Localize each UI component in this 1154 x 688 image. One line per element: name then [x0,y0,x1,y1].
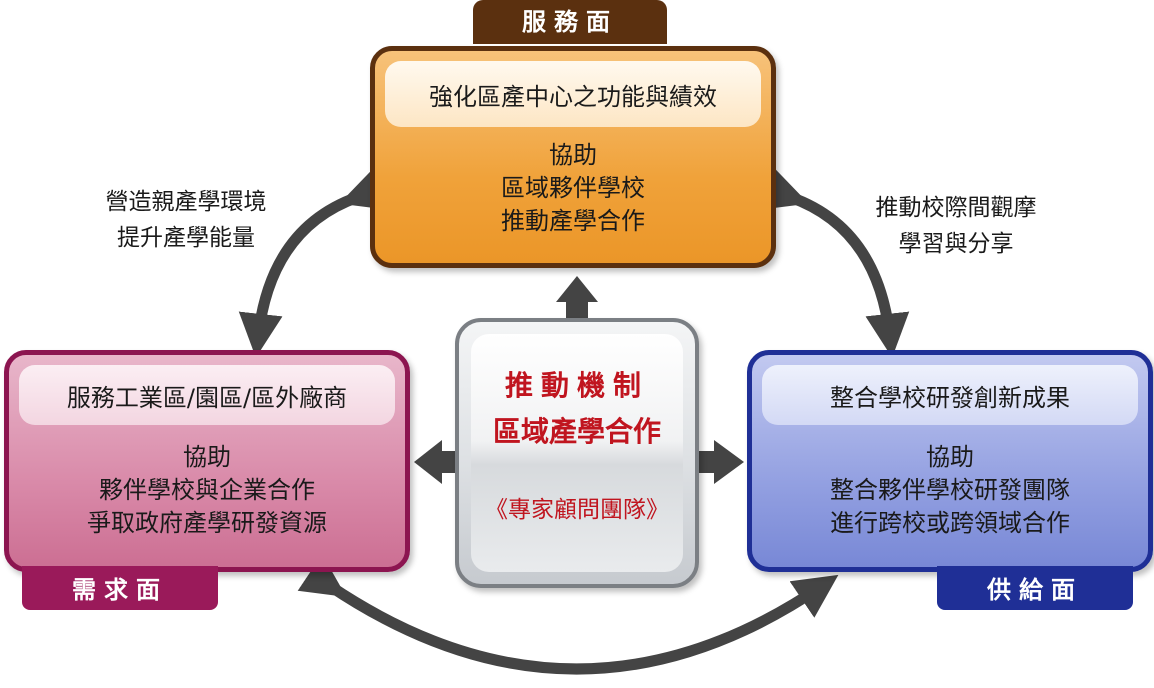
supply-body: 協助 整合夥伴學校研發團隊 進行跨校或跨領域合作 [752,441,1148,540]
arrow-service-demand [238,168,389,358]
demand-heading: 服務工業區/園區/區外廠商 [19,365,395,425]
demand-body-line: 協助 [183,443,231,471]
mechanism-title: 推動機制 [504,369,649,402]
service-tab: 服務面 [473,0,667,44]
service-body-line: 推動產學合作 [501,207,645,235]
left-label-line: 營造親產學環境 [105,189,267,215]
demand-tab: 需求面 [22,566,218,610]
mechanism-subtitle: 區域產學合作 [492,415,661,448]
arrow-service-supply [759,168,910,358]
supply-body-line: 進行跨校或跨領域合作 [830,509,1070,537]
demand-body: 協助 夥伴學校與企業合作 爭取政府產學研發資源 [9,441,405,540]
right-label-line: 推動校際間觀摩 [875,195,1037,221]
mechanism-inner-panel [471,334,683,572]
right-connector-label: 推動校際間觀摩 學習與分享 [846,190,1066,262]
service-heading: 強化區產中心之功能與績效 [385,61,761,127]
left-label-line: 提升產學能量 [117,225,255,251]
supply-tab: 供給面 [937,566,1133,610]
demand-body-line: 夥伴學校與企業合作 [99,476,315,504]
service-body-line: 協助 [549,141,597,169]
mechanism-center-box: 推動機制 區域產學合作 《專家顧問團隊》 [455,318,699,588]
expert-team-label: 《專家顧問團隊》 [485,497,669,523]
supply-heading: 整合學校研發創新成果 [762,365,1138,425]
service-body-line: 區域夥伴學校 [501,174,645,202]
arrow-demand-supply [297,554,839,675]
service-body: 協助 區域夥伴學校 推動產學合作 [375,139,771,238]
supply-box: 整合學校研發創新成果 協助 整合夥伴學校研發團隊 進行跨校或跨領域合作 [747,350,1153,572]
demand-body-line: 爭取政府產學研發資源 [87,509,327,537]
demand-box: 服務工業區/園區/區外廠商 協助 夥伴學校與企業合作 爭取政府產學研發資源 [4,350,410,572]
right-label-line: 學習與分享 [898,231,1014,257]
service-box: 強化區產中心之功能與績效 協助 區域夥伴學校 推動產學合作 [370,46,776,268]
supply-body-line: 整合夥伴學校研發團隊 [830,476,1070,504]
left-connector-label: 營造親產學環境 提升產學能量 [76,184,296,256]
supply-body-line: 協助 [926,443,974,471]
